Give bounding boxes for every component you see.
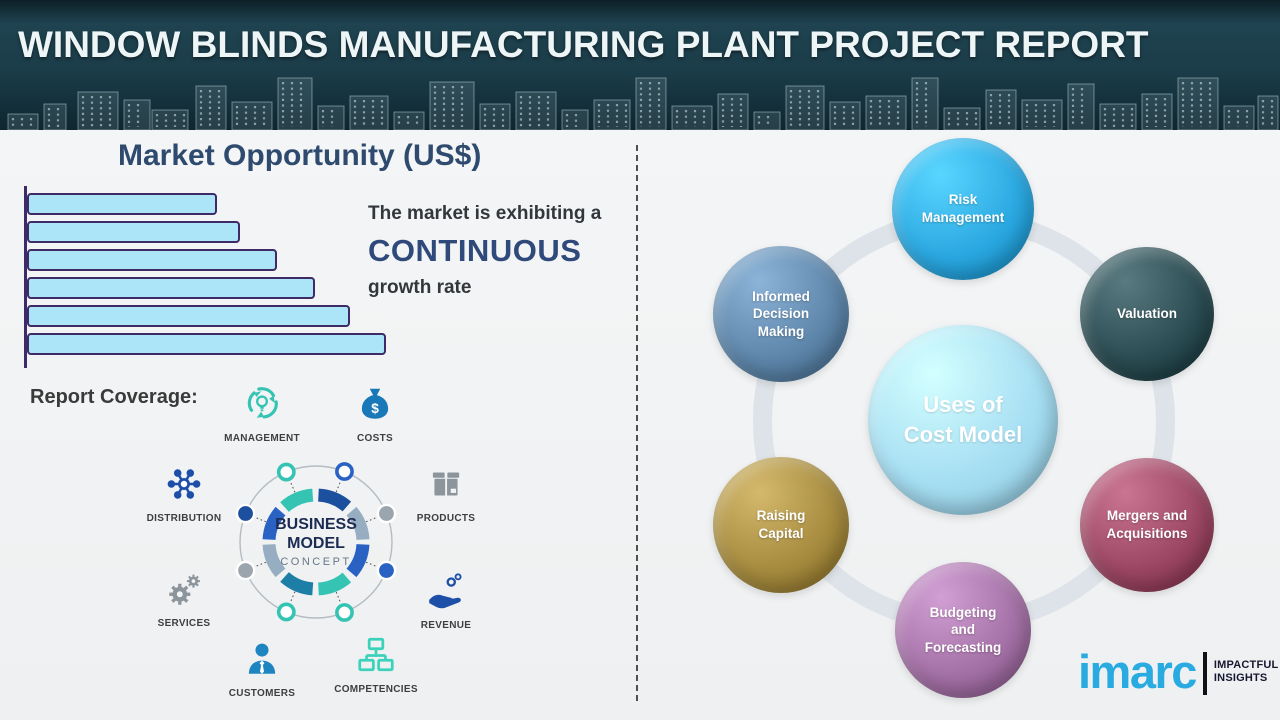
coverage-label-management: MANAGEMENT [224, 433, 300, 444]
risk-management-circle: Risk Management [892, 138, 1034, 280]
raising-capital-circle: Raising Capital [713, 457, 849, 593]
growth-note: The market is exhibiting a CONTINUOUS gr… [368, 203, 638, 299]
growth-note-line2: growth rate [368, 277, 472, 298]
coverage-label-competencies: COMPETENCIES [334, 684, 418, 695]
coverage-item-products: PRODUCTS [398, 463, 494, 524]
informed-decision-making-label: Informed Decision Making [752, 288, 810, 339]
imarc-tagline-line2: INSIGHTS [1213, 672, 1268, 685]
bar-chart-axis [24, 186, 27, 368]
mergers-and-acquisitions-label: Mergers and Acquisitions [1106, 508, 1188, 541]
imarc-tagline-line1: IMPACTFUL [1213, 659, 1279, 671]
hand-coins-icon [429, 573, 462, 609]
management-icon [247, 387, 278, 419]
market-bar-4 [27, 277, 315, 299]
gears-icon [169, 574, 200, 605]
uses-of-cost-model-label: Uses of Cost Model [903, 392, 1023, 447]
risk-management-label: Risk Management [921, 192, 1005, 225]
bar-chart [27, 193, 386, 361]
coverage-label-products: PRODUCTS [416, 513, 476, 524]
header-banner: WINDOW BLINDS MANUFACTURING PLANT PROJEC… [0, 0, 1280, 130]
budgeting-and-forecasting-circle: Budgeting and Forecasting [895, 562, 1031, 698]
coverage-item-costs: $ COSTS [327, 383, 423, 444]
uses-of-cost-model-circle: Uses of Cost Model [868, 325, 1058, 515]
report-coverage-label: Report Coverage: [30, 386, 198, 408]
market-bar-3 [27, 249, 277, 271]
market-opportunity-title: Market Opportunity (US$) [118, 139, 482, 172]
imarc-logo: imarc IMPACTFUL INSIGHTS [1078, 645, 1279, 698]
imarc-logo-divider [1202, 652, 1207, 695]
market-bar-5 [27, 305, 350, 327]
box-icon [432, 472, 460, 496]
person-icon [248, 643, 276, 674]
page-title: WINDOW BLINDS MANUFACTURING PLANT PROJEC… [18, 24, 1149, 65]
coverage-item-customers: CUSTOMERS [214, 638, 310, 699]
mergers-and-acquisitions-circle: Mergers and Acquisitions [1080, 458, 1214, 592]
coverage-item-services: SERVICES [136, 568, 232, 629]
org-chart-icon [358, 637, 394, 672]
raising-capital-label: Raising Capital [756, 508, 806, 541]
market-bar-1 [27, 193, 217, 215]
growth-note-highlight: CONTINUOUS [368, 233, 582, 268]
growth-note-line1: The market is exhibiting a [368, 203, 602, 224]
coverage-item-management: MANAGEMENT [214, 383, 310, 444]
market-bar-6 [27, 333, 386, 355]
valuation-circle: Valuation [1080, 247, 1214, 381]
valuation-label: Valuation [1116, 306, 1177, 322]
network-icon [167, 469, 201, 499]
coverage-item-distribution: DISTRIBUTION [136, 463, 232, 524]
coverage-label-distribution: DISTRIBUTION [146, 513, 222, 524]
city-skyline-graphic [7, 77, 1279, 130]
coverage-label-customers: CUSTOMERS [228, 688, 296, 699]
coverage-label-revenue: REVENUE [420, 620, 472, 631]
coverage-label-costs: COSTS [357, 433, 393, 444]
svg-text:$: $ [371, 401, 379, 416]
dashed-divider [636, 145, 638, 701]
imarc-logo-wordmark: imarc [1078, 645, 1197, 698]
informed-decision-making-circle: Informed Decision Making [713, 246, 849, 382]
market-bar-2 [27, 221, 240, 243]
imarc-logo-tagline: IMPACTFUL INSIGHTS [1214, 650, 1279, 685]
coverage-label-services: SERVICES [157, 618, 211, 629]
business-model-ring-diagram [235, 462, 397, 622]
coverage-item-revenue: REVENUE [398, 570, 494, 631]
money-bag-icon: $ [361, 388, 389, 419]
budgeting-and-forecasting-label: Budgeting and Forecasting [924, 604, 1002, 655]
coverage-item-competencies: COMPETENCIES [328, 634, 424, 695]
